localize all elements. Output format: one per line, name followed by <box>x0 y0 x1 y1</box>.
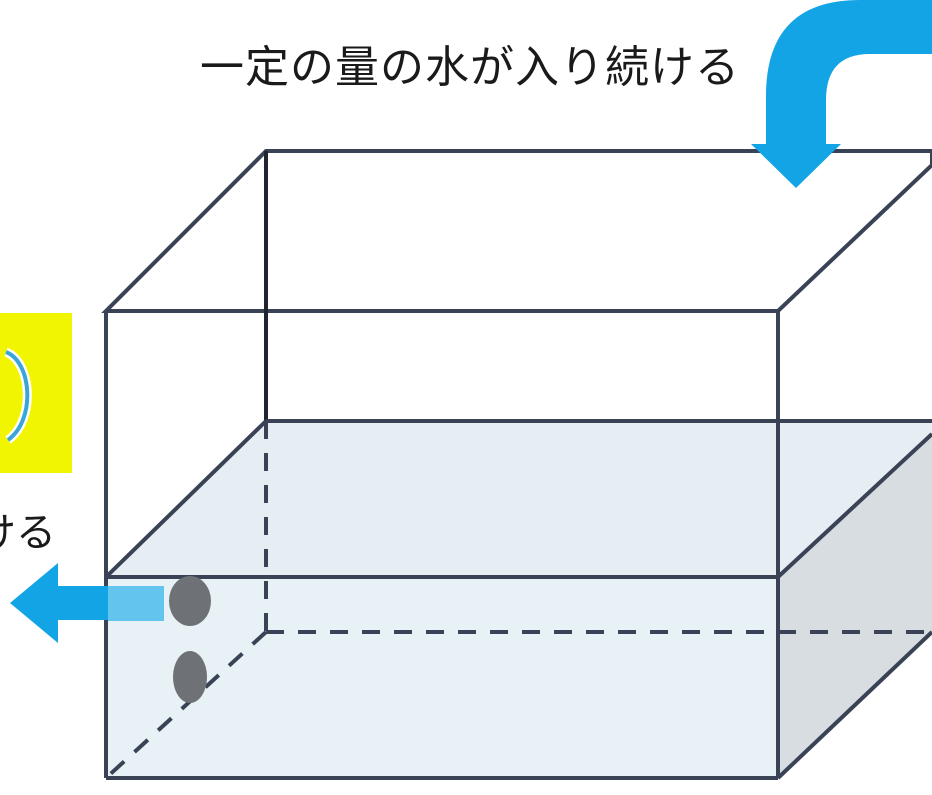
water-side-face <box>778 434 932 778</box>
ring-icon-inner <box>5 350 30 442</box>
bottom-right-edge <box>776 630 932 780</box>
water-line-left <box>104 419 268 579</box>
left-arrow-icon <box>10 563 108 643</box>
upper-hole <box>169 576 211 626</box>
outflow-label-text: ける <box>0 513 56 553</box>
outflow-label: ける <box>0 513 56 553</box>
inflow-label: 一定の量の水が入り続ける <box>200 42 740 93</box>
water-front-face <box>106 577 778 778</box>
water-line-right <box>776 432 932 579</box>
highlight-panel <box>0 313 72 473</box>
outlet-pipe <box>108 586 164 621</box>
water-top-surface <box>106 421 932 577</box>
lower-hole <box>173 651 207 703</box>
hidden-edge-left-bottom <box>104 630 268 780</box>
curved-down-arrow-icon <box>751 0 932 188</box>
